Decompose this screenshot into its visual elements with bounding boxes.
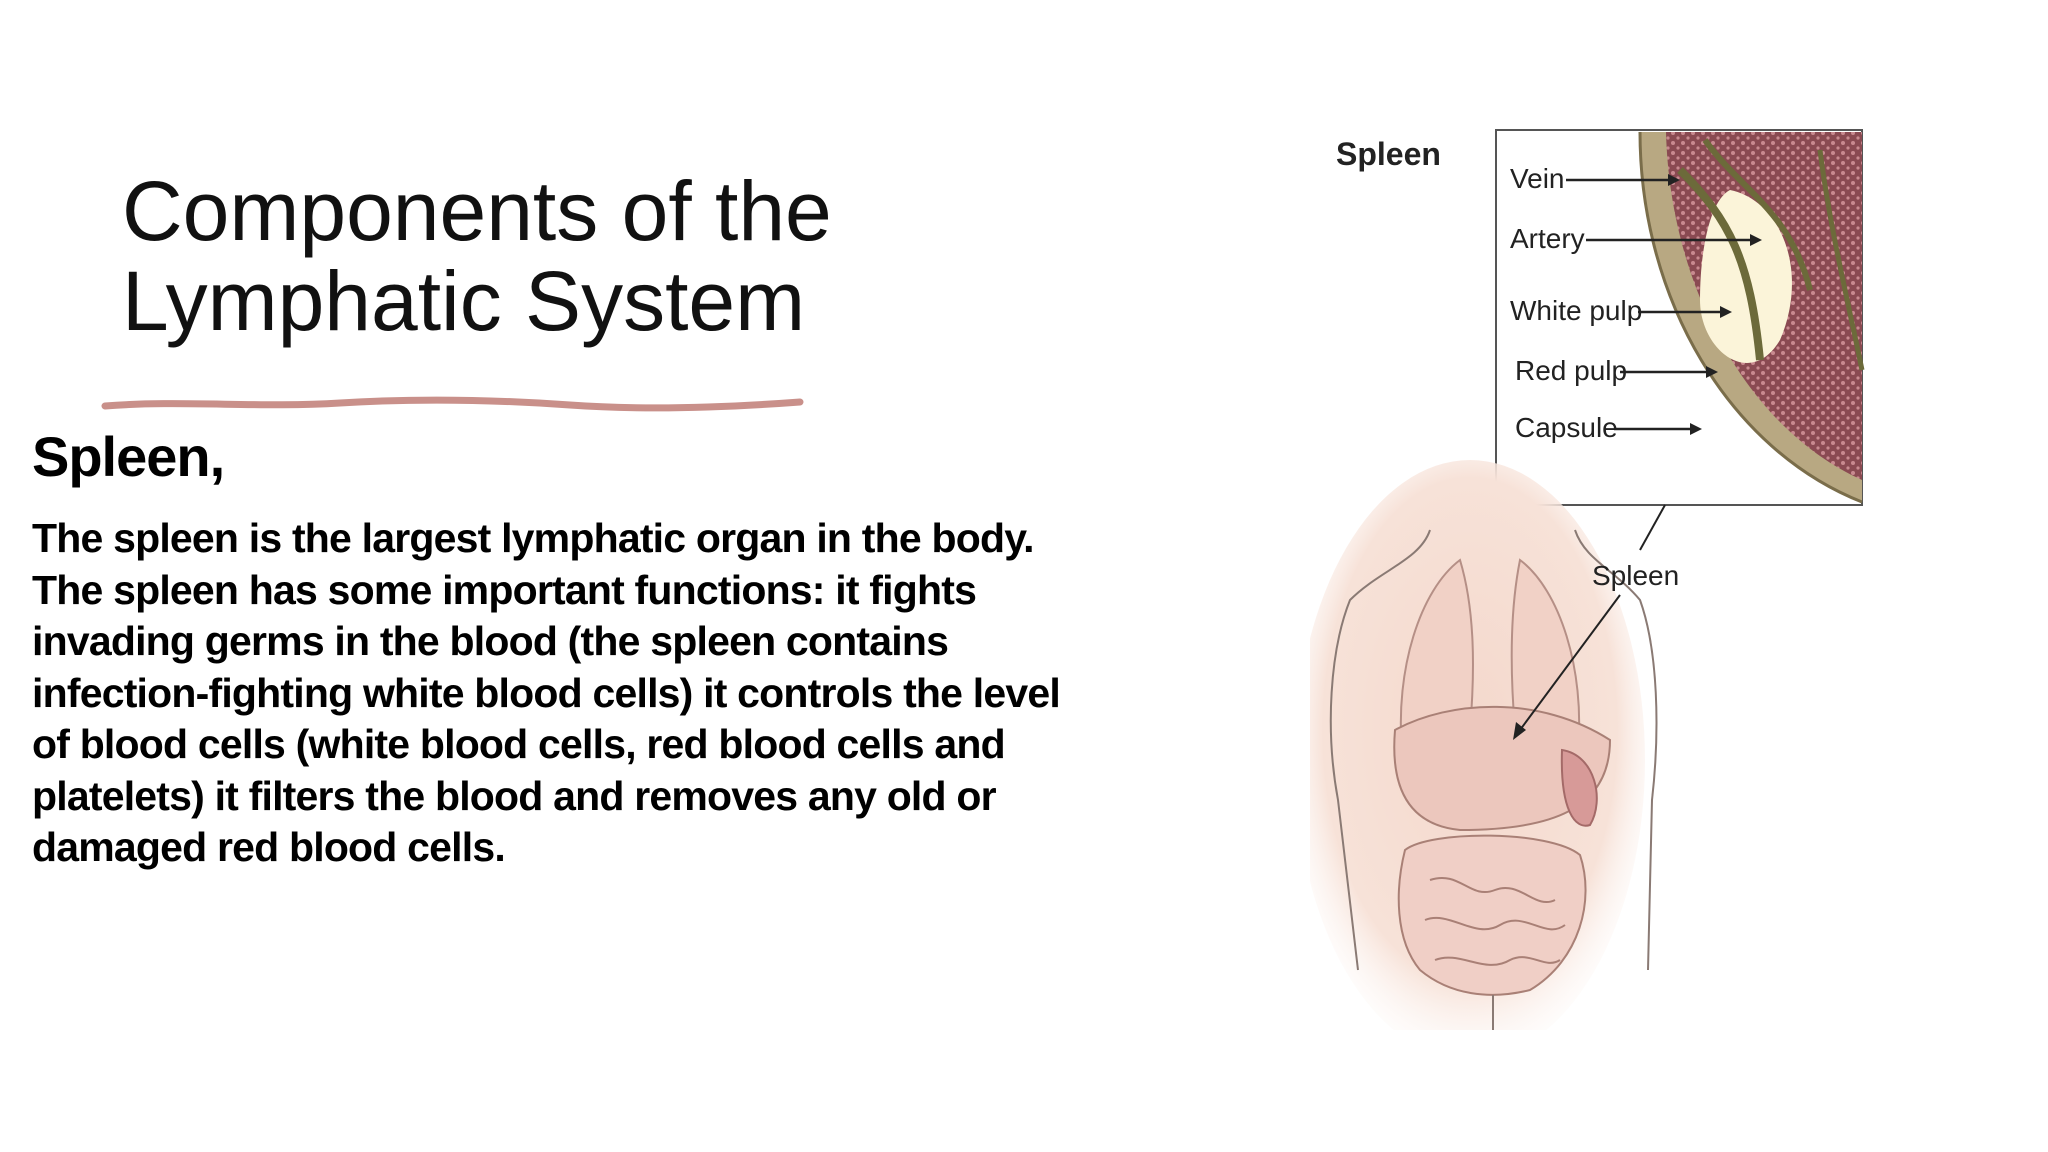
label-capsule: Capsule: [1515, 412, 1618, 443]
spleen-inset: [1495, 129, 1865, 506]
label-artery: Artery: [1510, 223, 1585, 254]
label-white-pulp: White pulp: [1510, 295, 1642, 326]
body-paragraph: The spleen is the largest lymphatic orga…: [32, 515, 1061, 870]
label-vein: Vein: [1510, 163, 1565, 194]
organ-label: Spleen: [1592, 560, 1679, 591]
inset-labels: Vein Artery White pulp Red pulp Capsule: [1510, 163, 1762, 443]
section-heading: Spleen,: [32, 425, 225, 488]
title-underline: [101, 396, 804, 412]
slide-title: Components of the Lymphatic System: [122, 164, 832, 348]
spleen-diagram: Spleen Vein Artery White pulp Red pulp: [1310, 129, 1865, 1030]
figure-heading: Spleen: [1336, 136, 1441, 172]
label-red-pulp: Red pulp: [1515, 355, 1627, 386]
torso-illustration: [1310, 460, 1658, 1030]
